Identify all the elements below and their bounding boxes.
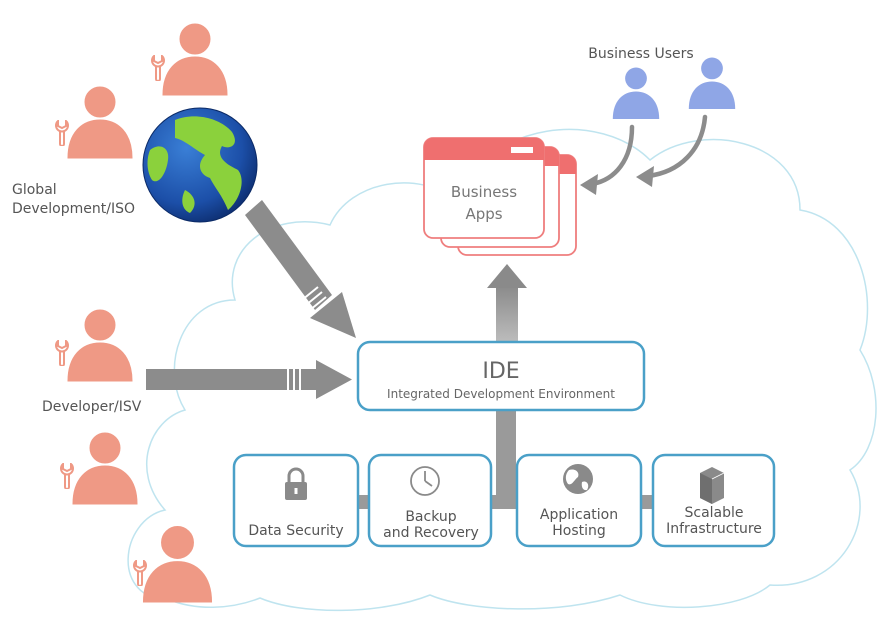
globe-icon [142, 107, 258, 223]
ide-box: IDE Integrated Development Environment [356, 340, 646, 412]
server-icon [700, 467, 725, 504]
ide-subtitle: Integrated Development Environment [387, 387, 615, 401]
service-label: Infrastructure [666, 521, 762, 537]
service-connector [356, 495, 370, 509]
service-scalable-infrastructure: Scalable Infrastructure [651, 453, 776, 548]
ide-title: IDE [482, 359, 519, 384]
service-application-hosting: Application Hosting [515, 453, 643, 548]
business-users-label: Business Users [588, 46, 693, 62]
service-label: Data Security [248, 523, 343, 539]
developer-isv-label: Developer/ISV [42, 399, 142, 415]
service-label: Application [540, 507, 618, 523]
global-development-label: Global [12, 182, 57, 198]
cloud-outline [127, 128, 877, 612]
global-development-label: Development/ISO [12, 201, 135, 217]
arrowhead [636, 166, 654, 187]
globe-small-icon [563, 464, 593, 494]
arrowhead [580, 174, 598, 195]
developer-icon [55, 309, 133, 382]
service-connector [640, 495, 654, 509]
services-to-ide-connector [496, 410, 516, 500]
app-window-front [423, 137, 545, 239]
service-label: Backup [405, 509, 456, 525]
lock-icon [285, 467, 307, 500]
business-apps-stack: Business Apps [423, 137, 577, 256]
users-to-apps-arrows [589, 114, 708, 187]
service-connector [490, 495, 518, 509]
developer-icon [133, 525, 213, 603]
developer-icon [55, 86, 133, 159]
developer-group-isv [55, 309, 213, 603]
business-users-group [612, 57, 736, 119]
business-user-icon [688, 57, 736, 109]
global-to-ide-arrow [245, 200, 356, 338]
service-backup-recovery: Backup and Recovery [367, 453, 493, 548]
developer-icon [60, 432, 138, 505]
business-apps-label: Business [451, 183, 517, 201]
ide-to-apps-arrow [487, 264, 527, 343]
service-label: Scalable [684, 505, 743, 521]
clock-icon [410, 466, 440, 496]
service-data-security: Data Security [232, 453, 360, 548]
service-label: and Recovery [383, 525, 479, 541]
business-apps-label: Apps [465, 205, 502, 223]
developer-icon [151, 23, 228, 96]
business-user-icon [612, 67, 660, 119]
service-label: Hosting [552, 523, 606, 539]
developer-to-ide-arrow [146, 360, 352, 399]
